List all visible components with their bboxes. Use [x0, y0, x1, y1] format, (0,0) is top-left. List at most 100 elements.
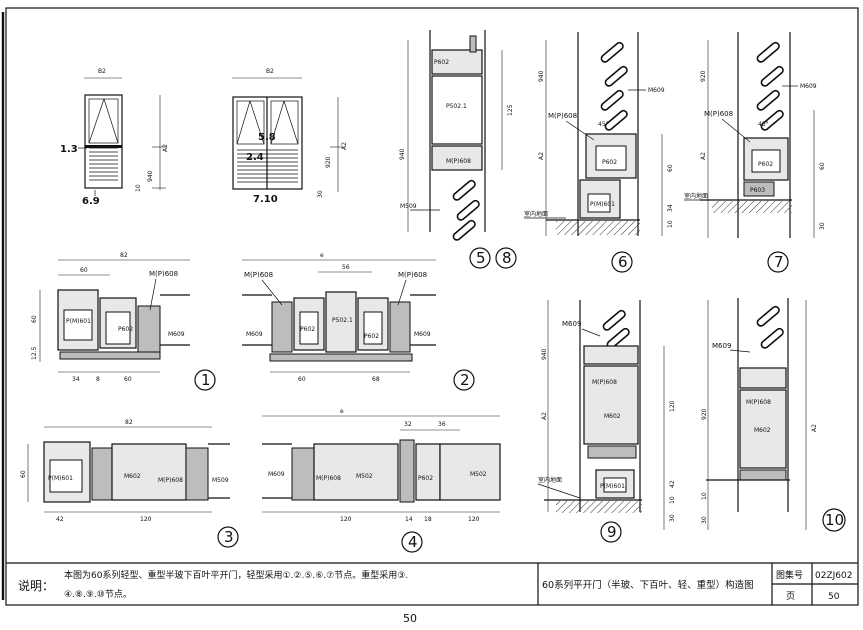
node-mark: 6.9	[82, 196, 100, 207]
dim-label: 30	[669, 514, 676, 522]
dim-label: 14	[405, 516, 413, 523]
title-block: 说明： 本图为60系列轻型、重型半玻下百叶平开门，轻型采用①.②.⑤.⑥.⑦节点…	[6, 562, 858, 605]
dim-label: 920	[325, 156, 332, 168]
profile-label: P(M)601	[66, 318, 91, 325]
profile-label: M(P)608	[704, 110, 733, 118]
profile-label: P(M)601	[590, 201, 615, 208]
node-number: 4	[408, 533, 418, 551]
floor-label: 室内地面	[524, 210, 548, 218]
dim-label: e	[340, 408, 344, 415]
page-number: 50	[403, 612, 417, 625]
page-label: 页	[786, 591, 795, 602]
dim-label: A2	[341, 142, 348, 150]
dim-label: 10	[667, 220, 674, 228]
dim-label: 120	[340, 516, 352, 523]
node-9-section: M609 M(P)608 M602 P(M)601 室内地面 A2 940 12…	[537, 300, 676, 543]
dim-label: A2	[541, 412, 548, 420]
node-number: 2	[460, 371, 470, 389]
dim-label: 10	[701, 492, 708, 500]
dim-label: 940	[541, 348, 548, 360]
profile-label: M502	[356, 473, 373, 480]
floor-label: 室内地面	[538, 476, 562, 484]
dim-label: 60	[819, 162, 826, 170]
dim-label: 60	[667, 164, 674, 172]
dim-label: 60	[20, 470, 27, 478]
profile-label: M(P)608	[149, 270, 178, 278]
angle-label: 45°	[758, 121, 769, 128]
dim-label: 30	[317, 190, 324, 198]
profile-label: M(P)608	[244, 271, 273, 279]
dim-label: 940	[538, 70, 545, 82]
profile-label: M609	[712, 342, 731, 350]
profile-label: M(P)608	[316, 475, 341, 482]
dim-label: 18	[424, 516, 432, 523]
dim-label: e	[320, 252, 324, 259]
dim-label: 10	[669, 496, 676, 504]
node-number: 3	[224, 528, 234, 546]
profile-label: M609	[168, 331, 185, 338]
node-6-section: M609 M(P)608 45° P602 P(M)601 室内地面 A2 94…	[524, 32, 674, 273]
dim-label: 34	[72, 376, 80, 383]
profile-label: P602	[758, 161, 773, 168]
node-number: 10	[825, 511, 844, 529]
profile-label: M509	[400, 203, 417, 210]
profile-label: P602	[434, 59, 449, 66]
dim-label: A2	[811, 424, 818, 432]
dim-label: 10	[135, 184, 142, 192]
elevation-double-leaf: B2 A2 920 30 5.8 2.4 7.10	[232, 68, 348, 205]
profile-label: M502	[470, 471, 487, 478]
dim-label: 60	[80, 267, 88, 274]
dim-label: 940	[147, 170, 154, 182]
dim-label: 30	[819, 222, 826, 230]
node-1-section: 82 60 P(M)601 P602 M609 M(P)608 60 12.5 …	[31, 252, 216, 391]
dim-label: 120	[468, 516, 480, 523]
profile-label: P(M)601	[600, 483, 625, 490]
profile-label: P502.1	[446, 103, 467, 110]
profile-label: M602	[604, 413, 621, 420]
elevation-single-leaf: B2 A2 940 10 1.3 6.9	[60, 68, 169, 207]
node-number: 7	[774, 253, 784, 271]
dim-label: 920	[700, 70, 707, 82]
profile-label: M(P)608	[158, 477, 183, 484]
note-line-2: ④.⑧.⑨.⑩节点。	[64, 589, 132, 600]
profile-label: M509	[212, 477, 229, 484]
profile-label: P502.1	[332, 317, 353, 324]
sheet-border	[5, 7, 859, 606]
note-line-1: 本图为60系列轻型、重型半玻下百叶平开门，轻型采用①.②.⑤.⑥.⑦节点。重型采…	[64, 569, 408, 581]
profile-label: M609	[648, 87, 665, 94]
dim-label: 940	[399, 148, 406, 160]
profile-label: M602	[124, 473, 141, 480]
profile-label: M609	[562, 320, 581, 328]
profile-label: M609	[800, 83, 817, 90]
dim-label: 60	[298, 376, 306, 383]
atlas-number-label: 图集号	[776, 569, 803, 581]
node-mark: 5.8	[258, 132, 276, 143]
node-number: 1	[201, 371, 211, 389]
dim-label: 42	[669, 480, 676, 488]
profile-label: P602	[364, 333, 379, 340]
dim-label: B2	[98, 68, 106, 75]
node-number: 8	[502, 249, 512, 267]
page-value: 50	[828, 592, 840, 602]
node-4-section: e 32 36 M609 M(P)608 M502 P602 M502 120 …	[262, 408, 501, 553]
node-10-section: M609 M(P)608 M602 920 A2 10 30 10	[701, 298, 846, 532]
dim-label: 60	[124, 376, 132, 383]
dim-label: 68	[372, 376, 380, 383]
node-mark: 2.4	[246, 152, 264, 163]
drawing-title: 60系列平开门（半玻、下百叶、轻、重型）构造图	[542, 579, 754, 591]
dim-label: 60	[31, 315, 38, 323]
dim-label: 120	[140, 516, 152, 523]
dim-label: 36	[438, 421, 446, 428]
profile-label: M609	[268, 471, 285, 478]
node-mark: 7.10	[253, 194, 278, 205]
dim-label: B2	[266, 68, 274, 75]
node-5-8-section: P602 P502.1 M(P)608 M509 940 125 5 8	[399, 30, 517, 269]
node-mark: 1.3	[60, 144, 78, 155]
dim-label: 120	[669, 400, 676, 412]
note-label: 说明：	[18, 578, 54, 593]
dim-label: 42	[56, 516, 64, 523]
dim-label: A2	[700, 152, 707, 160]
angle-label: 45°	[598, 121, 609, 128]
dim-label: 32	[404, 421, 412, 428]
